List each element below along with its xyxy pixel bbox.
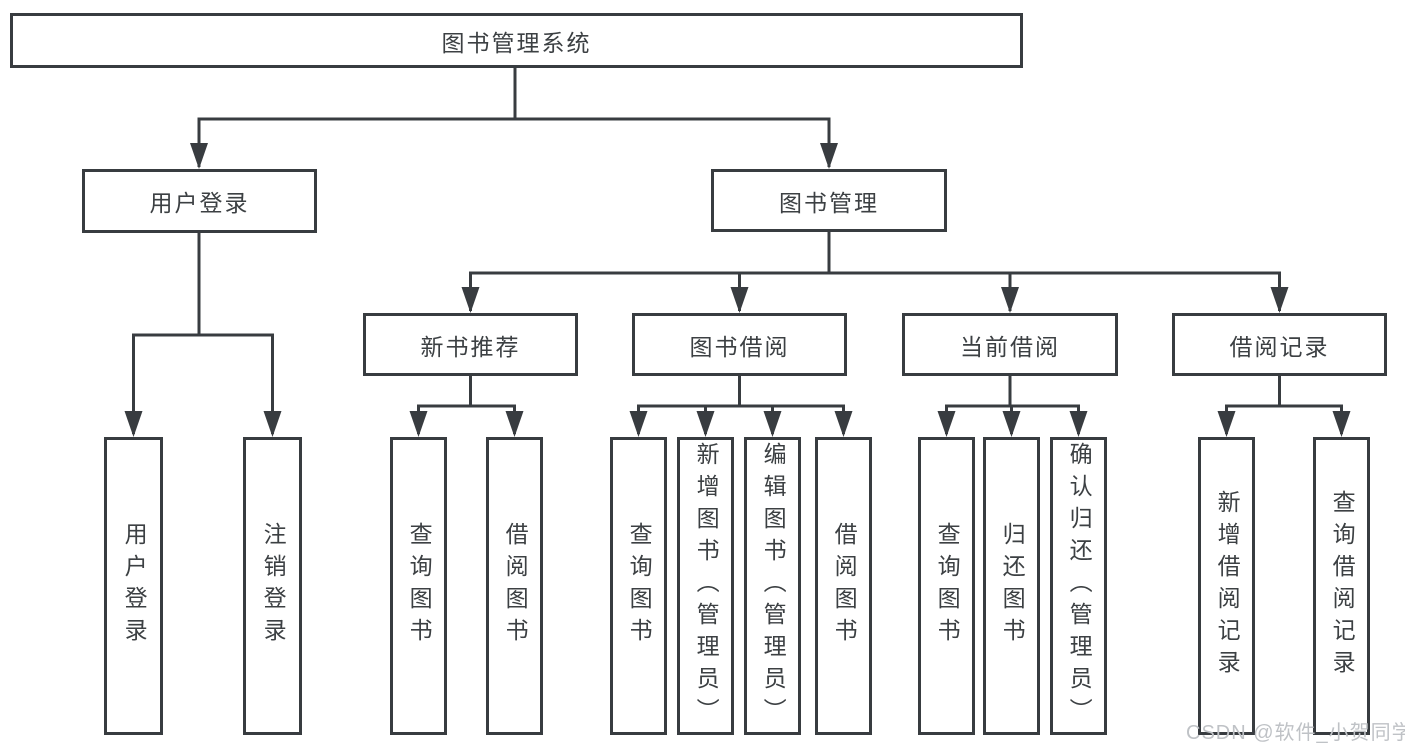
node-user-login: 用户登录 [82,169,317,233]
edge-login-rail [132,333,274,434]
csdn-watermark: CSDN @软件_小贺同学 [1186,722,1405,744]
leaf-user-login: 用户登录 [104,437,163,735]
arrowhead [1001,287,1019,313]
node-root: 图书管理系统 [10,13,1023,68]
arrowhead [124,411,143,437]
leaf-add-books-admin: 新增图书（管理员） [677,437,734,735]
arrowhead [263,411,282,437]
arrowhead [1002,411,1021,437]
leaf-query-books-current: 查询图书 [918,437,975,735]
edge-recd-rail [1225,404,1343,434]
edge-borrow-rail [637,404,845,434]
leaf-borrow-books: 借阅图书 [815,437,872,735]
leaf-confirm-return-admin: 确认归还（管理员） [1050,437,1107,735]
arrowhead [1332,411,1351,437]
arrowhead [763,411,782,437]
leaf-query-borrow-record: 查询借阅记录 [1313,437,1370,735]
arrowhead [696,411,715,437]
arrowhead [1069,411,1088,437]
edge-rec-rail [417,404,516,434]
edge-root-rail [197,117,831,167]
node-current-borrowing: 当前借阅 [902,313,1118,376]
node-book-management: 图书管理 [711,169,947,232]
arrowhead [820,143,838,169]
arrowhead [937,411,956,437]
arrowhead [834,411,853,437]
arrowhead [409,411,428,437]
arrowhead [190,143,208,169]
leaf-borrow-books-recommend: 借阅图书 [486,437,543,735]
arrowhead [1270,287,1289,313]
arrowhead [461,287,480,313]
arrowhead [1217,411,1236,437]
leaf-add-borrow-record: 新增借阅记录 [1198,437,1255,735]
arrowhead [505,411,524,437]
node-borrow-records: 借阅记录 [1172,313,1387,376]
node-new-book-recommend: 新书推荐 [363,313,578,376]
arrowhead [629,411,648,437]
leaf-logout: 注销登录 [243,437,302,735]
leaf-query-books-recommend: 查询图书 [390,437,447,735]
node-book-borrowing: 图书借阅 [632,313,847,376]
leaf-edit-books-admin: 编辑图书（管理员） [744,437,801,735]
edge-mgmt-rail [469,271,1281,311]
leaf-return-books: 归还图书 [983,437,1040,735]
arrowhead [730,287,749,313]
leaf-query-books-borrow: 查询图书 [610,437,667,735]
